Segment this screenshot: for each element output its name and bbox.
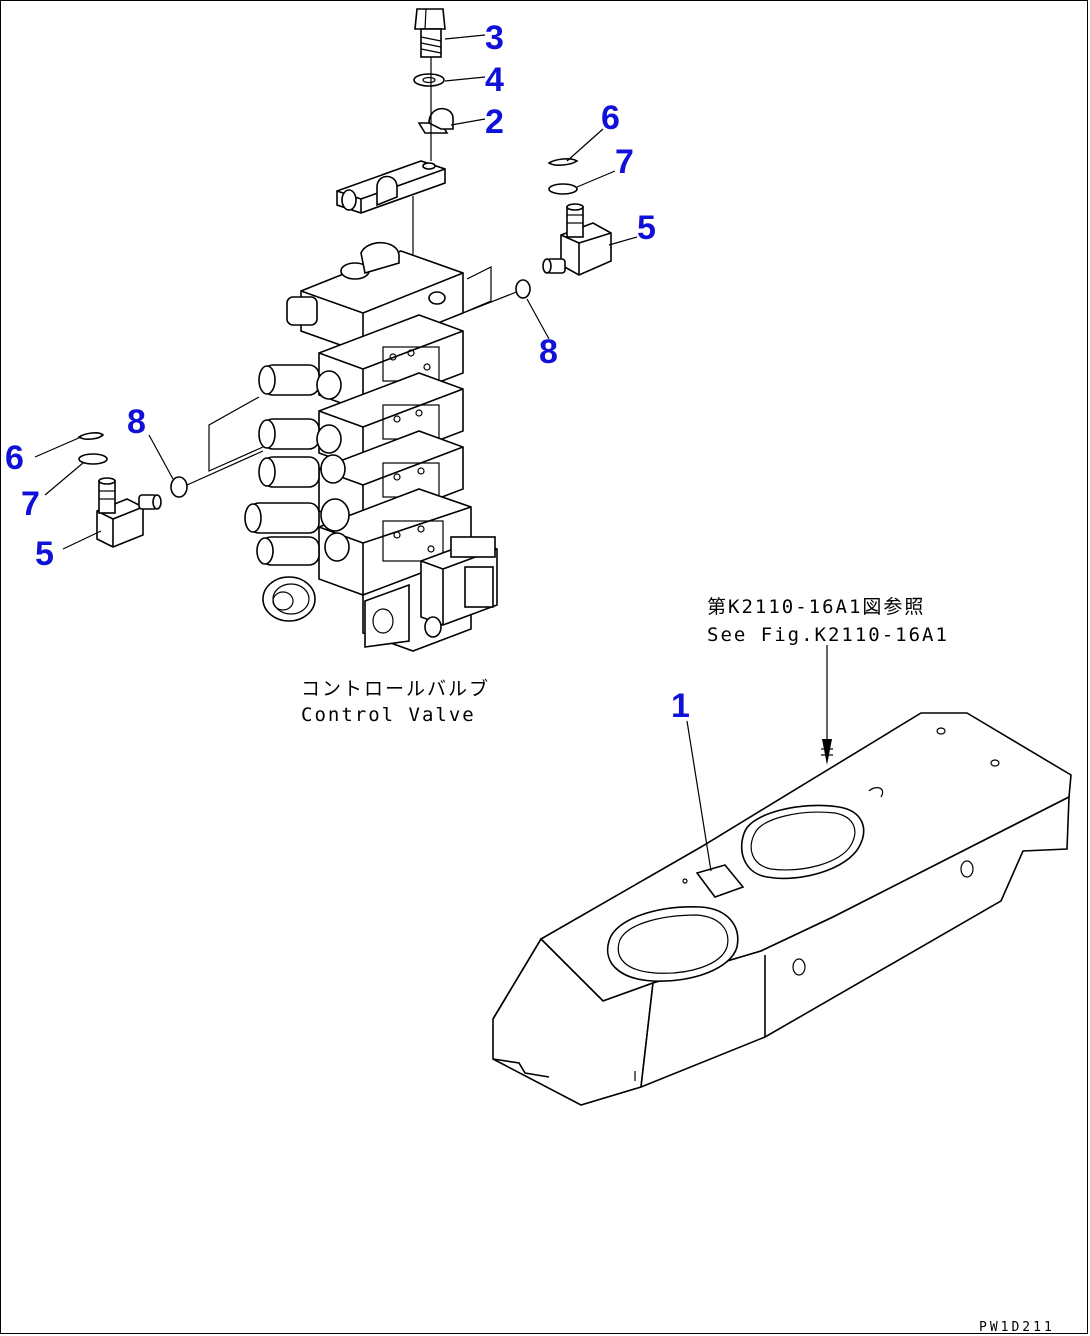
seal-part-6-left	[77, 432, 105, 440]
seal-part-7-left	[78, 453, 108, 465]
control-valve-label-jp: コントロールバルブ	[301, 677, 490, 700]
callout-4: 4	[485, 61, 504, 99]
figure-code: PW1D211	[979, 1320, 1055, 1335]
washer-part-4	[413, 73, 445, 87]
callout-7-right: 7	[615, 143, 634, 181]
reference-arrow	[821, 645, 833, 765]
reference-label-en: See Fig.K2110-16A1	[707, 624, 949, 646]
callout-3: 3	[485, 19, 504, 57]
callout-2: 2	[485, 103, 504, 141]
callout-6-right: 6	[601, 99, 620, 137]
callout-1: 1	[671, 687, 690, 725]
oring-line-left	[186, 450, 264, 486]
callout-5-right: 5	[637, 209, 656, 247]
callout-leaders	[34, 34, 712, 872]
solenoid-part-5-left	[96, 477, 162, 548]
oring-line-right	[452, 290, 520, 318]
bracket	[336, 160, 446, 214]
oring-part-8-left	[170, 476, 188, 498]
callout-8-right: 8	[539, 333, 558, 371]
solenoid-part-5-right	[542, 203, 612, 276]
callout-7-left: 7	[21, 485, 40, 523]
oring-part-8-right	[515, 279, 531, 299]
valve-leader-left	[208, 396, 264, 472]
seal-part-6-right	[547, 158, 579, 166]
callout-6-left: 6	[5, 439, 24, 477]
seal-part-7-right	[548, 183, 578, 195]
bolt-part-3	[414, 8, 446, 58]
reference-label-jp: 第K2110-16A1図参照	[707, 596, 925, 618]
cover-part-1	[492, 712, 1072, 1106]
callout-8-left: 8	[127, 403, 146, 441]
callout-5-left: 5	[35, 535, 54, 573]
control-valve	[244, 241, 498, 652]
control-valve-label-en: Control Valve	[301, 704, 476, 726]
clamp-part-2	[417, 107, 454, 134]
